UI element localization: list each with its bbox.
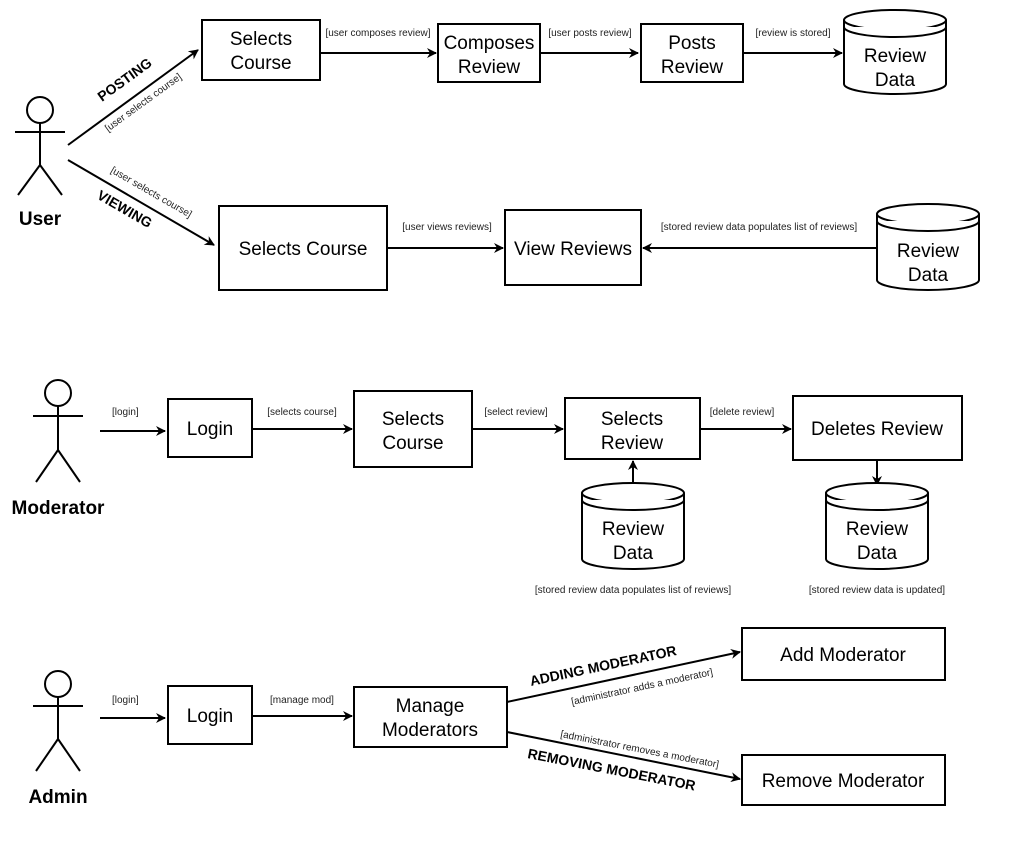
mod-database-review-data-right: Review Data (825, 482, 929, 570)
edge-views-label: [user views reviews] (402, 222, 492, 233)
mod-edge-delete-label: [delete review] (710, 407, 775, 418)
moderator-actor-label: Moderator (12, 498, 106, 519)
node-posts-review-line2: Review (661, 57, 724, 78)
database-review-data-view: Review Data (876, 203, 980, 291)
admin-edge-manage-label: [manage mod] (270, 695, 334, 706)
admin-node-remove-moderator: Remove Moderator (741, 754, 946, 806)
mod-node-deletes-review: Deletes Review (792, 395, 963, 461)
admin-node-login-text: Login (187, 706, 234, 727)
mod-node-login-text: Login (187, 419, 234, 440)
edge-composes-label: [user composes review] (325, 28, 430, 39)
mod-node-selects-review-line1: Selects (601, 409, 663, 430)
mod-database-right-line2: Data (857, 543, 898, 564)
node-composes-review: Composes Review (437, 23, 541, 83)
mod-edge-select-review-label: [select review] (484, 407, 548, 418)
posting-edge (67, 49, 199, 146)
mod-database-left-line1: Review (602, 519, 665, 540)
node-selects-course-post-line2: Course (230, 53, 291, 74)
mod-database-right-line1: Review (846, 519, 909, 540)
mod-note-updated: [stored review data is updated] (809, 585, 945, 596)
admin-edge-login-label: [login] (112, 695, 139, 706)
admin-node-manage-moderators: Manage Moderators (353, 686, 508, 748)
admin-node-remove-moderator-text: Remove Moderator (762, 771, 925, 792)
mod-note-populates: [stored review data populates list of re… (535, 585, 731, 596)
node-selects-course-view-text: Selects Course (239, 239, 368, 260)
database-review-data-post-line1: Review (864, 46, 927, 67)
database-review-data-view-line1: Review (897, 241, 960, 262)
mod-node-login: Login (167, 398, 253, 458)
moderator-actor: Moderator (12, 379, 106, 519)
user-actor: User (15, 96, 65, 230)
database-review-data-view-line2: Data (908, 265, 949, 286)
admin-node-login: Login (167, 685, 253, 745)
mod-database-review-data-left: Review Data (581, 482, 685, 570)
user-actor-label: User (19, 209, 62, 230)
database-review-data-post-line2: Data (875, 70, 916, 91)
database-review-data-post: Review Data (843, 9, 947, 95)
mod-database-left-line2: Data (613, 543, 654, 564)
mod-node-selects-course: Selects Course (353, 390, 473, 468)
admin-node-manage-line2: Moderators (382, 720, 478, 741)
admin-actor-label: Admin (28, 787, 87, 808)
viewing-edge (67, 159, 215, 246)
node-composes-review-line2: Review (458, 57, 521, 78)
mod-edge-selects-course-label: [selects course] (267, 407, 337, 418)
node-selects-course-view: Selects Course (218, 205, 388, 291)
mod-node-selects-course-line1: Selects (382, 409, 444, 430)
mod-node-selects-course-line2: Course (382, 433, 443, 454)
edge-stored-label: [review is stored] (755, 28, 830, 39)
admin-node-add-moderator-text: Add Moderator (780, 645, 906, 666)
node-posts-review: Posts Review (640, 23, 744, 83)
node-view-reviews: View Reviews (504, 209, 642, 286)
admin-actor: Admin (28, 670, 88, 808)
mod-node-selects-review-line2: Review (601, 433, 664, 454)
admin-edge-adds (506, 648, 741, 703)
admin-node-manage-line1: Manage (396, 696, 465, 717)
admin-edge-removes (506, 731, 741, 783)
mod-node-selects-review: Selects Review (564, 397, 701, 460)
edge-posts-label: [user posts review] (548, 28, 632, 39)
admin-node-add-moderator: Add Moderator (741, 627, 946, 681)
node-selects-course-post: Selects Course (201, 19, 321, 81)
mod-node-deletes-review-text: Deletes Review (811, 419, 943, 440)
node-posts-review-line1: Posts (668, 33, 716, 54)
node-composes-review-line1: Composes (444, 33, 535, 54)
node-view-reviews-text: View Reviews (514, 239, 632, 260)
edge-populates-label: [stored review data populates list of re… (661, 222, 857, 233)
mod-edge-login-label: [login] (112, 407, 139, 418)
node-selects-course-post-line1: Selects (230, 29, 292, 50)
